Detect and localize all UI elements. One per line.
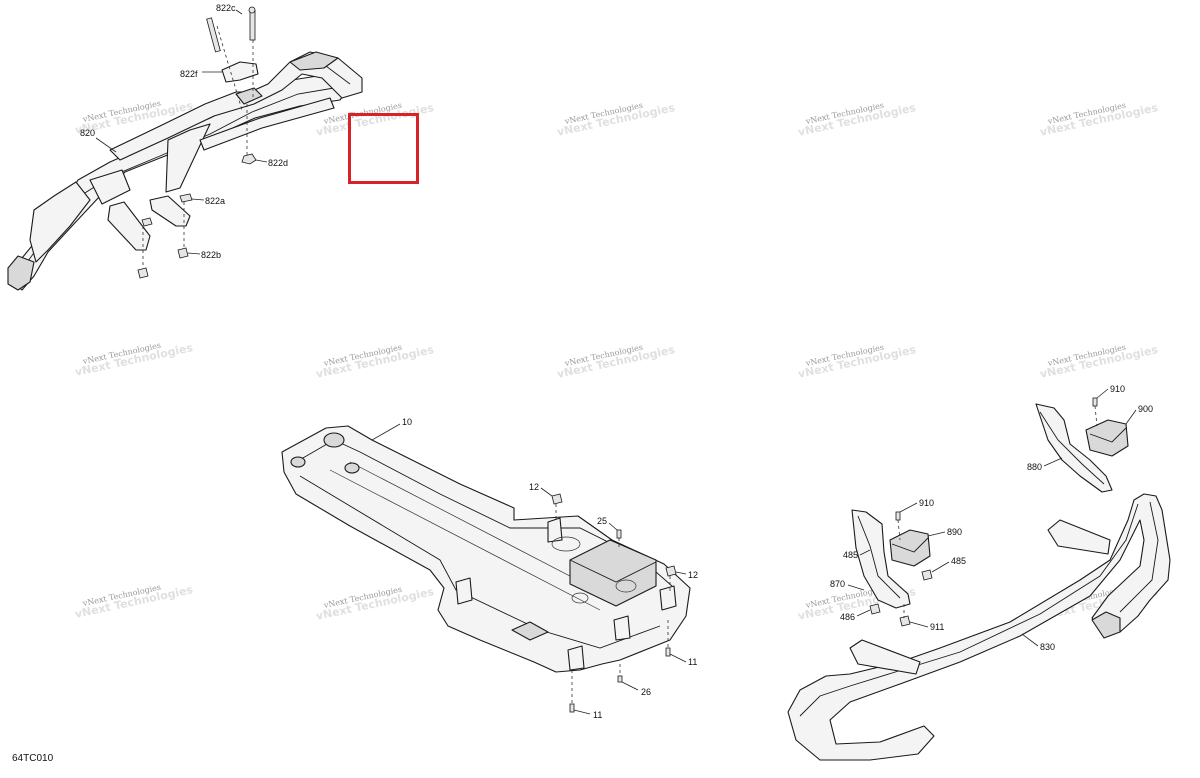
diagram-code: 64TC010 [12, 753, 54, 764]
nut-822b-right[interactable] [177, 247, 189, 259]
callout-486: 486 [840, 612, 855, 622]
callout-12-right: 12 [688, 570, 698, 580]
front-bumper-assembly: 910 900 880 910 890 485 485 870 486 911 … [787, 384, 1171, 761]
callout-12-top: 12 [529, 482, 539, 492]
skid-hole-1 [323, 432, 345, 448]
bracket-870[interactable] [851, 509, 911, 609]
nut-822b-left[interactable] [137, 267, 149, 279]
bumper-left-end [7, 255, 35, 291]
rear-bumper-assembly: 822c 822f 820 822d 822a 822b [7, 3, 363, 291]
callout-26: 26 [641, 687, 651, 697]
screw-11-bottom[interactable] [569, 703, 575, 713]
bumper-left-flare [29, 181, 91, 263]
callout-911: 911 [930, 622, 944, 632]
nut-822d[interactable] [241, 153, 257, 165]
callout-25: 25 [597, 516, 607, 526]
clamp-boss [235, 87, 263, 105]
bumper-upper-tube[interactable] [109, 51, 363, 161]
callout-822f: 822f [180, 69, 198, 79]
skid-boss-5 [567, 645, 585, 671]
skid-plate-10[interactable] [281, 425, 691, 673]
callout-822d: 822d [268, 158, 288, 168]
skid-boss-3 [613, 615, 631, 641]
skid-boss-2 [455, 577, 473, 605]
skid-plate-assembly: 10 12 25 12 11 26 11 [281, 417, 698, 720]
callout-870: 870 [830, 579, 845, 589]
skid-hole-3 [344, 462, 360, 474]
callout-11-right: 11 [688, 657, 697, 667]
callout-11-bottom: 11 [593, 710, 602, 720]
callout-830: 830 [1040, 642, 1055, 652]
bumper-end-cap [289, 51, 339, 71]
front-bumper-830[interactable] [787, 493, 1171, 761]
bumper-mount-bracket [89, 169, 131, 205]
nut-485-right[interactable] [921, 569, 933, 581]
skid-hole-2 [290, 456, 306, 468]
bumper-brace [165, 123, 211, 193]
cap-900[interactable] [1085, 419, 1129, 457]
callout-485-left: 485 [843, 550, 858, 560]
screw-11-right[interactable] [665, 647, 671, 657]
nut-911[interactable] [899, 615, 911, 627]
callout-822a: 822a [205, 196, 225, 206]
callout-485-right: 485 [951, 556, 966, 566]
fastener-822a-left[interactable] [141, 217, 153, 227]
callout-820: 820 [80, 128, 95, 138]
screw-26[interactable] [617, 675, 623, 683]
skid-boss-4 [659, 585, 677, 611]
screw-25[interactable] [616, 529, 622, 539]
callout-880: 880 [1027, 462, 1042, 472]
bracket-880[interactable] [1035, 403, 1113, 493]
callout-822c: 822c [216, 3, 236, 13]
cap-890[interactable] [889, 529, 931, 567]
bolt-822c-left[interactable] [206, 17, 221, 53]
nut-12-right[interactable] [665, 565, 677, 577]
bolt-822c-right[interactable] [249, 9, 256, 41]
callout-822b: 822b [201, 250, 221, 260]
bumper-lower-rail [199, 97, 335, 151]
nut-486[interactable] [869, 603, 881, 615]
fastener-822a-right[interactable] [179, 193, 193, 203]
skid-access-panel [511, 621, 549, 641]
bumper-lower-leg-left [107, 201, 151, 251]
skid-boss-1 [547, 517, 563, 543]
screw-910-mid[interactable] [895, 511, 901, 521]
front-lower-tube [849, 639, 921, 675]
callout-910-mid: 910 [919, 498, 934, 508]
screw-910-top[interactable] [1092, 397, 1098, 407]
nut-12-top[interactable] [551, 493, 563, 505]
callout-890: 890 [947, 527, 962, 537]
bumper-lower-leg-right [149, 195, 191, 227]
clamp-822f[interactable] [221, 61, 259, 83]
front-cross-tube [1047, 519, 1111, 555]
callout-900: 900 [1138, 404, 1153, 414]
callout-10: 10 [402, 417, 412, 427]
front-bumper-end-cap [1091, 611, 1121, 639]
highlight-box[interactable] [348, 113, 419, 184]
callout-910-top: 910 [1110, 384, 1125, 394]
